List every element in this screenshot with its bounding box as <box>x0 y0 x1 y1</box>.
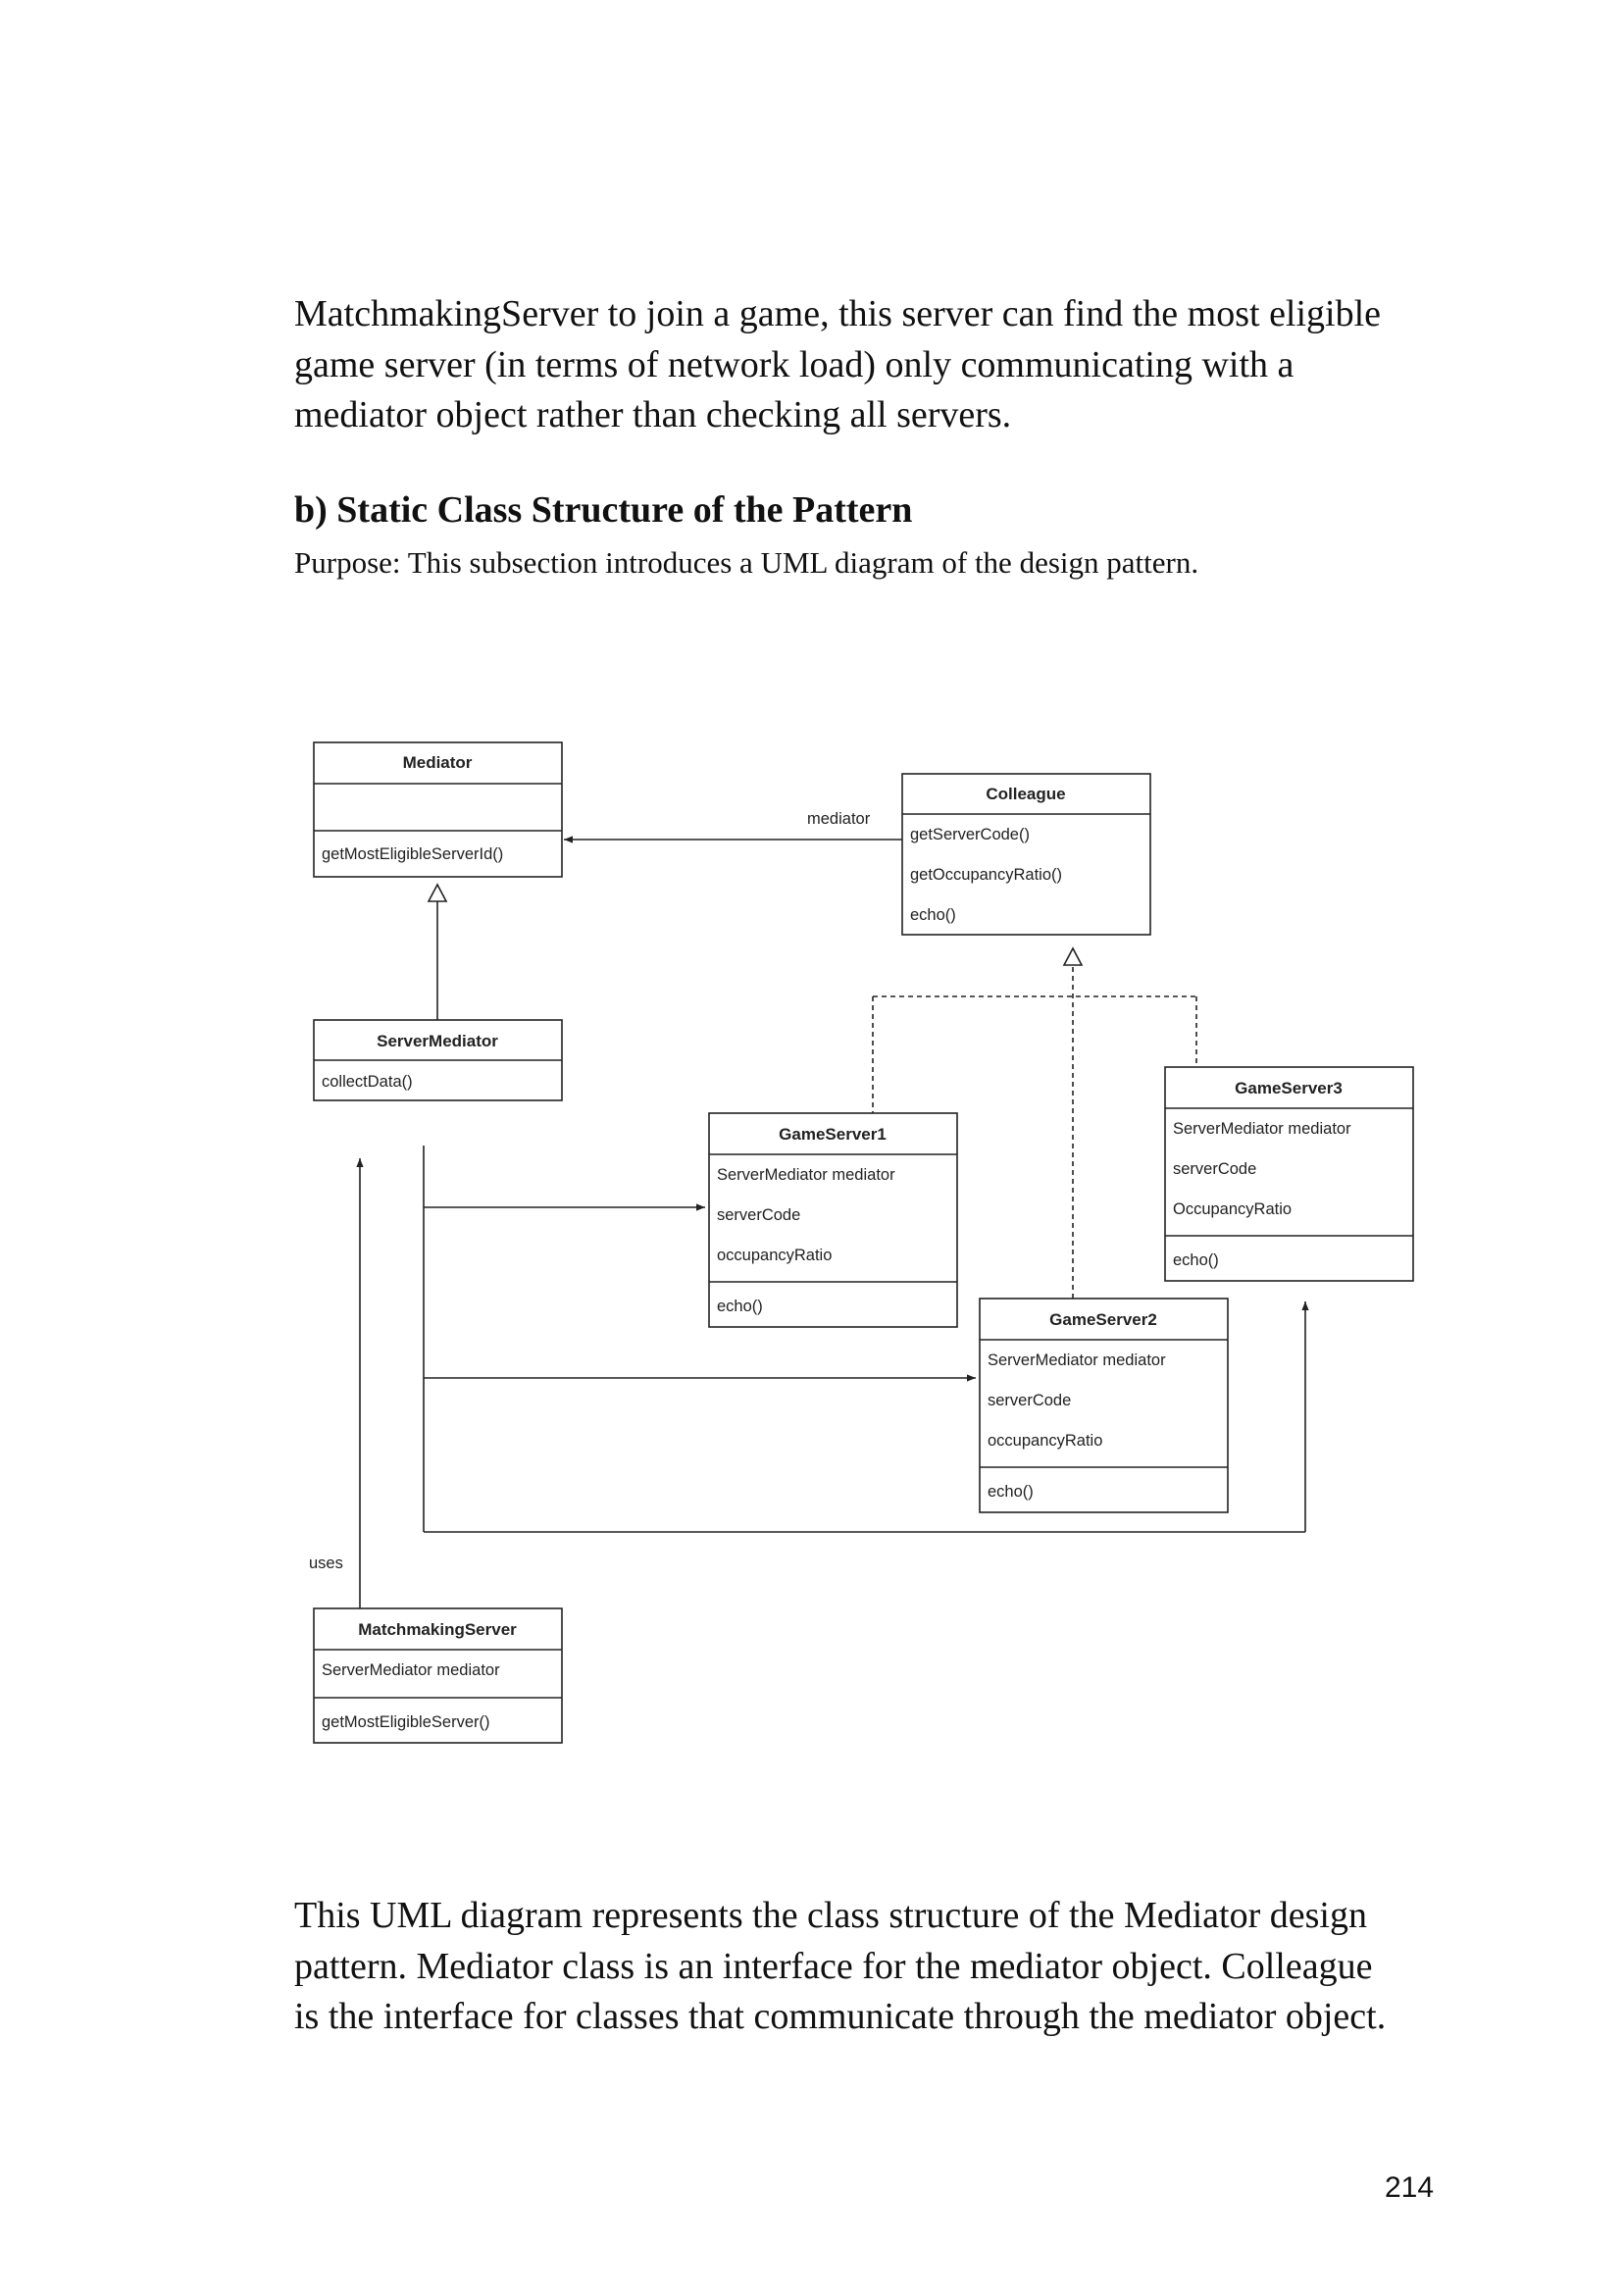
gameserver2-attribute: ServerMediator mediator <box>988 1351 1166 1369</box>
section-heading: b) Static Class Structure of the Pattern <box>294 489 913 531</box>
intro-line: MatchmakingServer to join a game, this s… <box>294 293 1382 334</box>
colleague-method: getServerCode() <box>910 826 1030 843</box>
server-mediator-method: collectData() <box>322 1073 413 1091</box>
gameserver1-class-name: GameServer1 <box>779 1125 887 1144</box>
association-mediator: mediator <box>564 810 902 843</box>
class-gameserver3: GameServer3 ServerMediator mediator serv… <box>1164 1066 1414 1282</box>
generalization-server-mediator <box>427 883 448 1020</box>
realization-colleague <box>872 946 1197 1299</box>
gameserver3-attribute: serverCode <box>1173 1160 1256 1178</box>
class-mediator: Mediator getMostEligibleServerId() <box>313 741 563 878</box>
colleague-method: getOccupancyRatio() <box>910 866 1062 884</box>
closing-paragraph: This UML diagram represents the class st… <box>294 1891 1442 2043</box>
class-matchmaking-server: MatchmakingServer ServerMediator mediato… <box>313 1607 563 1744</box>
closing-line: is the interface for classes that commun… <box>294 1996 1387 2037</box>
gameserver2-class-name: GameServer2 <box>1049 1310 1157 1329</box>
gameserver3-attribute: ServerMediator mediator <box>1173 1120 1351 1138</box>
section-purpose: Purpose: This subsection introduces a UM… <box>294 545 1199 580</box>
colleague-class-name: Colleague <box>986 785 1065 803</box>
class-gameserver2: GameServer2 ServerMediator mediator serv… <box>979 1298 1229 1513</box>
association-label: mediator <box>807 810 871 828</box>
server-mediator-class-name: ServerMediator <box>377 1032 498 1050</box>
mediator-class-name: Mediator <box>403 753 473 772</box>
gameserver1-method: echo() <box>717 1298 763 1315</box>
gameserver3-method: echo() <box>1173 1251 1219 1269</box>
gameserver2-attribute: serverCode <box>988 1392 1071 1409</box>
closing-line: pattern. Mediator class is an interface … <box>294 1945 1373 1987</box>
gameserver1-attribute: ServerMediator mediator <box>717 1166 895 1184</box>
intro-line: mediator object rather than checking all… <box>294 394 1012 435</box>
class-server-mediator: ServerMediator collectData() <box>313 1019 563 1101</box>
mediator-method: getMostEligibleServerId() <box>322 845 503 863</box>
gameserver3-class-name: GameServer3 <box>1235 1079 1343 1097</box>
uses-dependency: uses <box>309 1158 364 1608</box>
intro-line: game server (in terms of network load) o… <box>294 343 1294 385</box>
intro-paragraph: MatchmakingServer to join a game, this s… <box>294 289 1442 441</box>
uses-label: uses <box>309 1555 343 1572</box>
gameserver1-attribute: serverCode <box>717 1206 800 1224</box>
matchmaking-server-attribute: ServerMediator mediator <box>322 1661 500 1679</box>
closing-line: This UML diagram represents the class st… <box>294 1895 1367 1936</box>
gameserver2-attribute: occupancyRatio <box>988 1432 1102 1450</box>
matchmaking-server-method: getMostEligibleServer() <box>322 1713 489 1731</box>
gameserver1-attribute: occupancyRatio <box>717 1247 832 1264</box>
colleague-method: echo() <box>910 906 956 924</box>
matchmaking-server-class-name: MatchmakingServer <box>358 1620 517 1639</box>
class-gameserver1: GameServer1 ServerMediator mediator serv… <box>708 1112 958 1328</box>
gameserver2-method: echo() <box>988 1483 1034 1501</box>
page-number: 214 <box>1385 2171 1435 2204</box>
class-colleague: Colleague getServerCode() getOccupancyRa… <box>901 773 1151 936</box>
gameserver3-attribute: OccupancyRatio <box>1173 1200 1292 1218</box>
collect-data-connections <box>423 1146 1309 1533</box>
